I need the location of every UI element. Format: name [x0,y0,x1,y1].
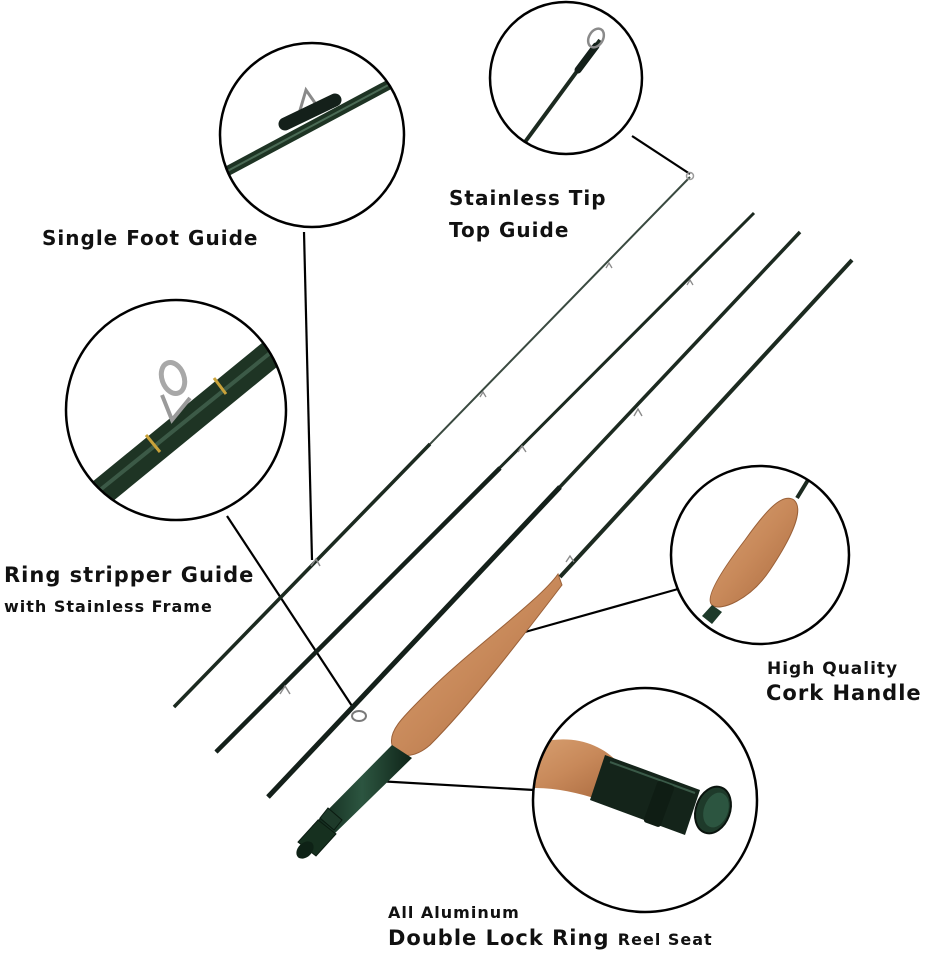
single-foot-guide-zoom [218,41,406,229]
label-single-foot-guide: Single Foot Guide [42,226,259,250]
rod-section-3 [266,230,802,799]
tip-top-guide-zoom [488,0,644,156]
reel-seat-zoom [531,686,759,914]
label-tip-top-line2: Top Guide [449,218,570,242]
rod-section-tip [172,171,695,709]
label-cork-line2: Cork Handle [766,681,922,705]
label-aluminum-line1: All Aluminum [388,903,520,922]
label-aluminum-main: Double Lock Ring [388,926,610,950]
label-ring-stripper-line1: Ring stripper Guide [4,563,255,587]
label-cork-line1: High Quality [767,659,899,679]
label-tip-top-line1: Stainless Tip [449,186,607,210]
cork-handle-zoom [669,464,851,646]
rod-section-butt [296,258,854,859]
label-aluminum-line2: Double Lock Ring Reel Seat [388,926,713,950]
callout-pointer-lines [226,135,691,792]
label-ring-stripper-line2: with Stainless Frame [4,597,213,616]
ring-stripper-guide-zoom [64,298,288,522]
rod-section-2 [214,211,756,754]
label-aluminum-suffix: Reel Seat [617,930,713,949]
